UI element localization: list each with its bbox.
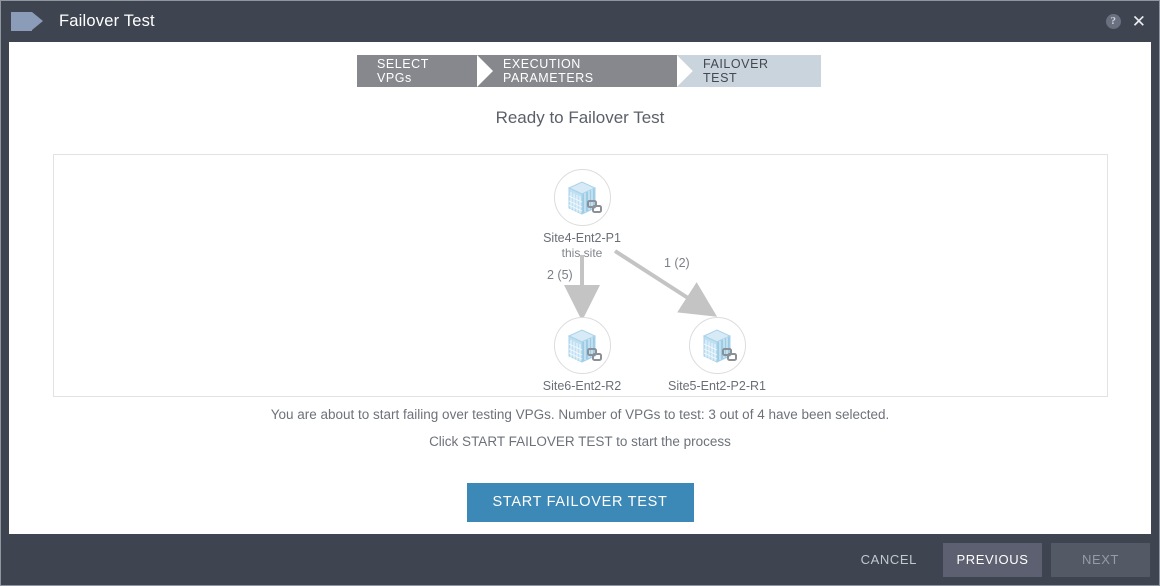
wizard-steps: SELECT VPGs EXECUTION PARAMETERS FAILOVE… — [357, 55, 821, 87]
datacenter-replication-icon — [553, 169, 611, 226]
close-icon[interactable]: ✕ — [1131, 12, 1146, 31]
primary-action-row: START FAILOVER TEST — [9, 483, 1151, 522]
topology-panel: Site4-Ent2-P1 this site — [53, 154, 1108, 397]
node-label: Site6-Ent2-R2 — [542, 379, 622, 393]
summary-line-1: You are about to start failing over test… — [270, 407, 890, 422]
summary-line-2: Click START FAILOVER TEST to start the p… — [429, 434, 731, 449]
step-failover-test[interactable]: FAILOVER TEST — [677, 55, 821, 87]
dialog-footer: CANCEL PREVIOUS NEXT — [1, 534, 1159, 585]
step-execution-parameters[interactable]: EXECUTION PARAMETERS — [477, 55, 693, 87]
title-bar: Failover Test ? ✕ — [1, 1, 1159, 42]
window-title: Failover Test — [59, 12, 155, 30]
page-title: Ready to Failover Test — [495, 108, 665, 127]
node-site4-ent2-p1[interactable]: Site4-Ent2-P1 this site — [502, 169, 662, 260]
node-label: Site5-Ent2-P2-R1 — [668, 379, 766, 393]
title-bar-actions: ? ✕ — [1105, 12, 1146, 31]
step-label: FAILOVER TEST — [703, 57, 769, 85]
topology-edges — [564, 249, 718, 321]
previous-button[interactable]: PREVIOUS — [943, 542, 1042, 577]
edge-label-right: 1 (2) — [664, 256, 690, 270]
step-select-vpgs[interactable]: SELECT VPGs — [357, 55, 493, 87]
summary-notes: You are about to start failing over test… — [9, 407, 1151, 449]
node-sublabel: this site — [561, 246, 603, 260]
datacenter-replication-icon — [553, 317, 611, 374]
node-label: Site4-Ent2-P1 — [543, 231, 621, 245]
dialog-content: SELECT VPGs EXECUTION PARAMETERS FAILOVE… — [9, 42, 1151, 536]
edge-label-left: 2 (5) — [547, 268, 573, 282]
node-site6-ent2-r2[interactable]: Site6-Ent2-R2 — [502, 317, 662, 393]
arrow-flag-icon — [11, 12, 43, 31]
cancel-button[interactable]: CANCEL — [843, 543, 935, 577]
step-label: SELECT VPGs — [377, 57, 429, 85]
help-circle-icon[interactable]: ? — [1105, 14, 1121, 29]
datacenter-replication-icon — [688, 317, 746, 374]
next-button[interactable]: NEXT — [1051, 542, 1150, 577]
start-failover-test-button[interactable]: START FAILOVER TEST — [466, 483, 694, 522]
node-site5-ent2-p2-r1[interactable]: Site5-Ent2-P2-R1 — [637, 317, 797, 393]
topology-diagram: Site4-Ent2-P1 this site — [54, 155, 1107, 396]
step-label: EXECUTION PARAMETERS — [503, 57, 594, 85]
